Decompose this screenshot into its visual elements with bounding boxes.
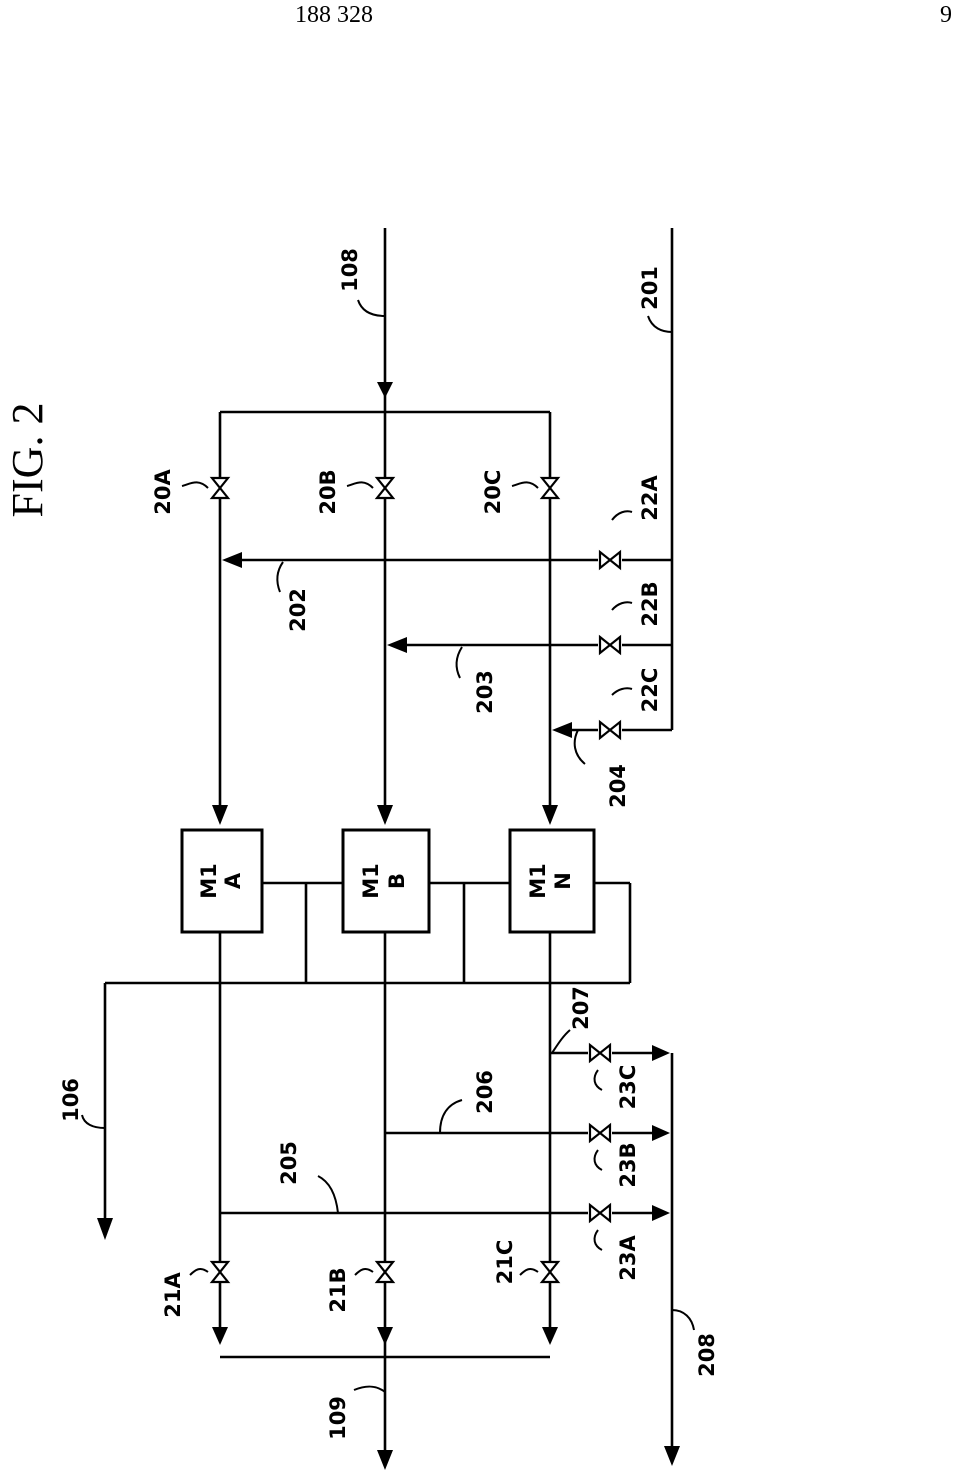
line-208 (664, 1053, 680, 1466)
label-106: 106 (59, 1078, 83, 1122)
label-201: 201 (638, 266, 662, 310)
label-208: 208 (695, 1333, 719, 1377)
line-204 (552, 722, 598, 738)
label-23A: 23A (616, 1235, 640, 1281)
line-207 (550, 1045, 670, 1061)
line-201 (622, 228, 674, 732)
module-b-line1: M1 (359, 863, 383, 899)
valve-20A (210, 476, 230, 500)
label-207: 207 (569, 986, 593, 1030)
module-n: M1 N (508, 828, 596, 934)
valve-22B (598, 635, 622, 655)
valve-22C (598, 720, 622, 740)
label-206: 206 (473, 1070, 497, 1114)
label-204: 204 (606, 764, 630, 808)
label-23C: 23C (616, 1065, 640, 1110)
label-20C: 20C (481, 470, 505, 515)
label-20B: 20B (316, 469, 340, 514)
label-202: 202 (286, 588, 310, 632)
module-b: M1 B (341, 828, 431, 934)
label-21C: 21C (493, 1240, 517, 1285)
label-21B: 21B (326, 1267, 350, 1312)
label-22C: 22C (638, 668, 662, 713)
valve-20B (375, 476, 395, 500)
valve-21A (210, 1260, 230, 1284)
valve-23A (588, 1203, 612, 1223)
valve-21C (540, 1260, 560, 1284)
label-108: 108 (338, 248, 362, 292)
line-206 (385, 1125, 670, 1141)
valve-22A (598, 550, 622, 570)
valve-20C (540, 476, 560, 500)
module-b-line2: B (385, 873, 409, 889)
label-109: 109 (326, 1396, 350, 1440)
page-number: 188 328 (295, 2, 373, 28)
module-a-line1: M1 (197, 863, 221, 899)
reference-labels: 108 201 202 203 204 20A 20B 20C 22A 22B … (59, 248, 719, 1440)
label-22B: 22B (638, 581, 662, 626)
line-106 (97, 881, 632, 1240)
figure-title: FIG. 2 (3, 403, 52, 518)
line-203 (387, 637, 598, 653)
module-a-line2: A (221, 872, 245, 889)
label-21A: 21A (161, 1272, 185, 1318)
module-n-line2: N (551, 872, 575, 890)
module-n-line1: M1 (526, 863, 550, 899)
valve-21B (375, 1260, 395, 1284)
valve-23B (588, 1123, 612, 1143)
label-203: 203 (473, 670, 497, 714)
leader-lines (81, 299, 695, 1393)
line-205 (220, 1205, 670, 1221)
feed-line-108 (212, 228, 558, 825)
sheet-number: 9 (940, 2, 952, 28)
label-23B: 23B (616, 1142, 640, 1187)
label-20A: 20A (151, 469, 175, 515)
label-22A: 22A (638, 475, 662, 521)
line-202 (222, 552, 598, 568)
label-205: 205 (277, 1141, 301, 1185)
module-a: M1 A (180, 828, 264, 934)
valve-23C (588, 1043, 612, 1063)
outlet-lines (212, 932, 558, 1470)
